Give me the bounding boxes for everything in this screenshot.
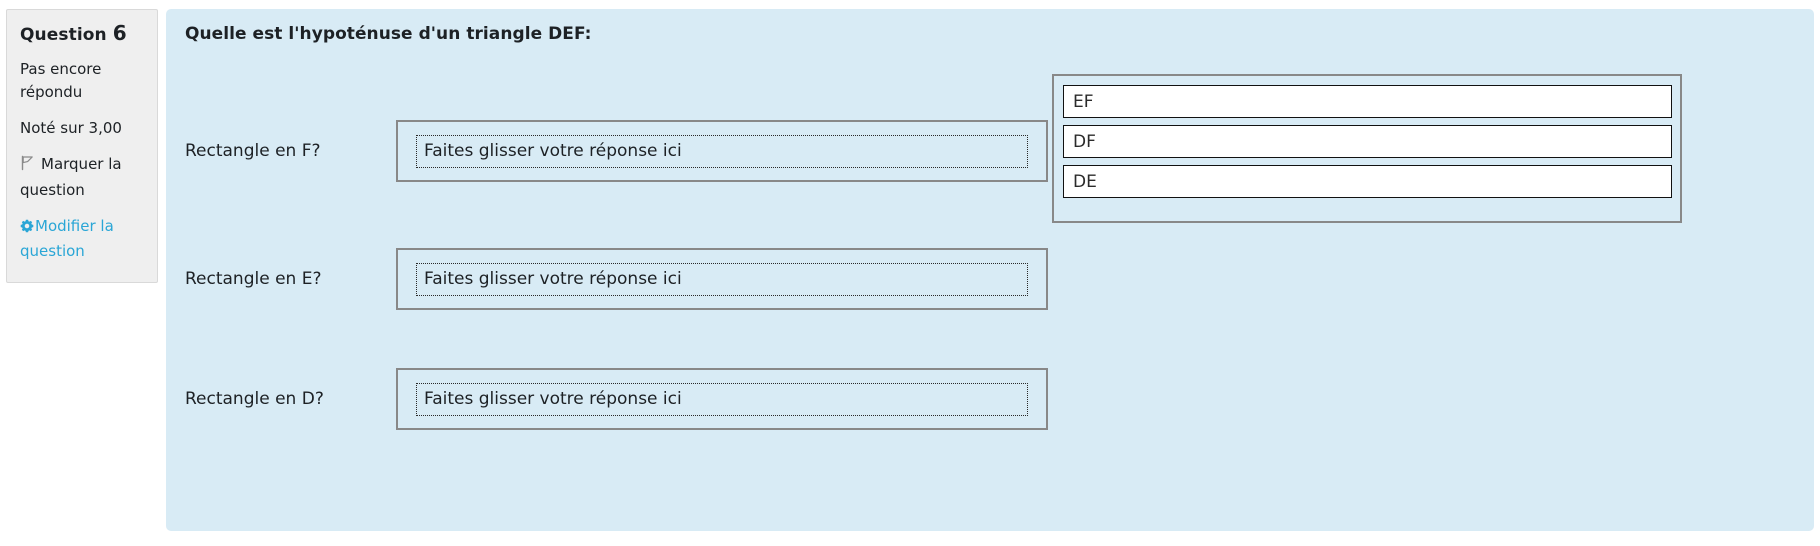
flag-question-row[interactable]: Marquer la question: [20, 153, 144, 202]
drag-row: Rectangle en D? Faites glisser votre rép…: [166, 368, 1814, 430]
drop-target-label: Rectangle en E?: [185, 269, 322, 289]
question-text: Quelle est l'hypoténuse d'un triangle DE…: [185, 24, 592, 44]
draggable-choice-df[interactable]: DF: [1063, 125, 1672, 158]
draggable-choice-ef[interactable]: EF: [1063, 85, 1672, 118]
question-info-panel: Question 6 Pas encore répondu Noté sur 3…: [6, 9, 158, 283]
question-heading: Question 6: [20, 22, 144, 45]
dropzone-placeholder[interactable]: Faites glisser votre réponse ici: [416, 382, 1028, 416]
drop-target-label: Rectangle en D?: [185, 389, 324, 409]
flag-question-label[interactable]: Marquer la question: [20, 155, 122, 199]
dropzone-f[interactable]: Faites glisser votre réponse ici: [396, 120, 1048, 182]
draggable-choices-container: EF DF DE: [1052, 74, 1682, 223]
flag-icon[interactable]: [20, 155, 35, 178]
question-state: Pas encore répondu: [20, 59, 102, 101]
draggable-choice-de[interactable]: DE: [1063, 165, 1672, 198]
dropzone-placeholder[interactable]: Faites glisser votre réponse ici: [416, 134, 1028, 168]
question-content-panel: Quelle est l'hypoténuse d'un triangle DE…: [166, 9, 1814, 531]
dropzone-e[interactable]: Faites glisser votre réponse ici: [396, 248, 1048, 310]
question-grade: Noté sur 3,00: [20, 119, 122, 138]
edit-question-row[interactable]: Modifier la question: [20, 215, 144, 264]
edit-question-link[interactable]: Modifier la question: [20, 216, 114, 261]
question-number: 6: [112, 21, 127, 45]
gear-icon[interactable]: [20, 217, 34, 240]
drop-target-label: Rectangle en F?: [185, 141, 321, 161]
drag-row: Rectangle en E? Faites glisser votre rép…: [166, 248, 1814, 310]
dropzone-d[interactable]: Faites glisser votre réponse ici: [396, 368, 1048, 430]
dropzone-placeholder[interactable]: Faites glisser votre réponse ici: [416, 262, 1028, 296]
question-label: Question: [20, 25, 107, 45]
drag-row: Rectangle en F? Faites glisser votre rép…: [166, 120, 1814, 182]
